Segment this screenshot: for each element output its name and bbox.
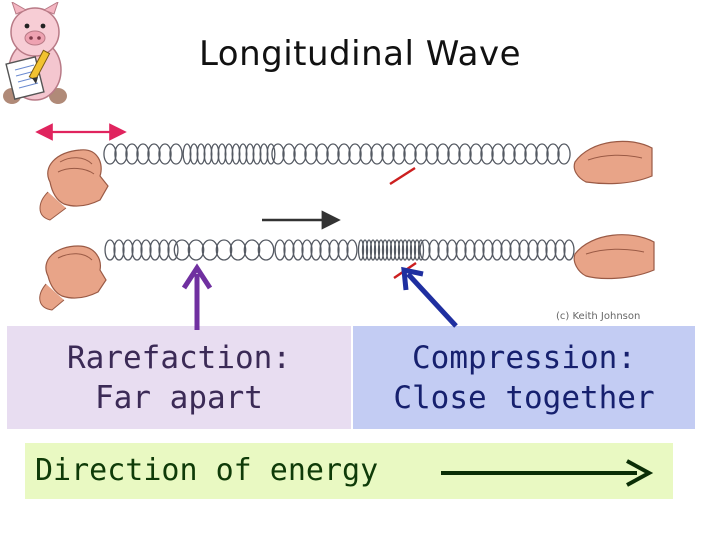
rarefaction-box: Rarefaction: Far apart — [7, 326, 351, 429]
top-marker — [389, 166, 416, 186]
pig-mascot-icon — [3, 2, 67, 104]
compression-title: Compression: — [412, 339, 636, 376]
hand-icon — [573, 140, 653, 185]
hand-icon — [39, 245, 107, 311]
right-arrow-icon — [441, 459, 654, 487]
photo-credit: (c) Keith Johnson — [556, 311, 641, 322]
compression-subtitle: Close together — [393, 379, 655, 416]
energy-label: Direction of energy — [35, 453, 379, 488]
hand-icon — [573, 234, 655, 280]
rarefaction-title: Rarefaction: — [67, 339, 291, 376]
slinky-photo — [30, 112, 680, 327]
pencil-icon — [28, 49, 51, 84]
top-slinky — [103, 143, 571, 165]
rarefaction-subtitle: Far apart — [95, 379, 263, 416]
energy-box: Direction of energy — [25, 443, 673, 499]
hand-icon — [39, 149, 109, 221]
slide-title: Longitudinal Wave — [198, 34, 522, 74]
compression-box: Compression: Close together — [353, 326, 695, 429]
bottom-slinky — [104, 239, 575, 261]
